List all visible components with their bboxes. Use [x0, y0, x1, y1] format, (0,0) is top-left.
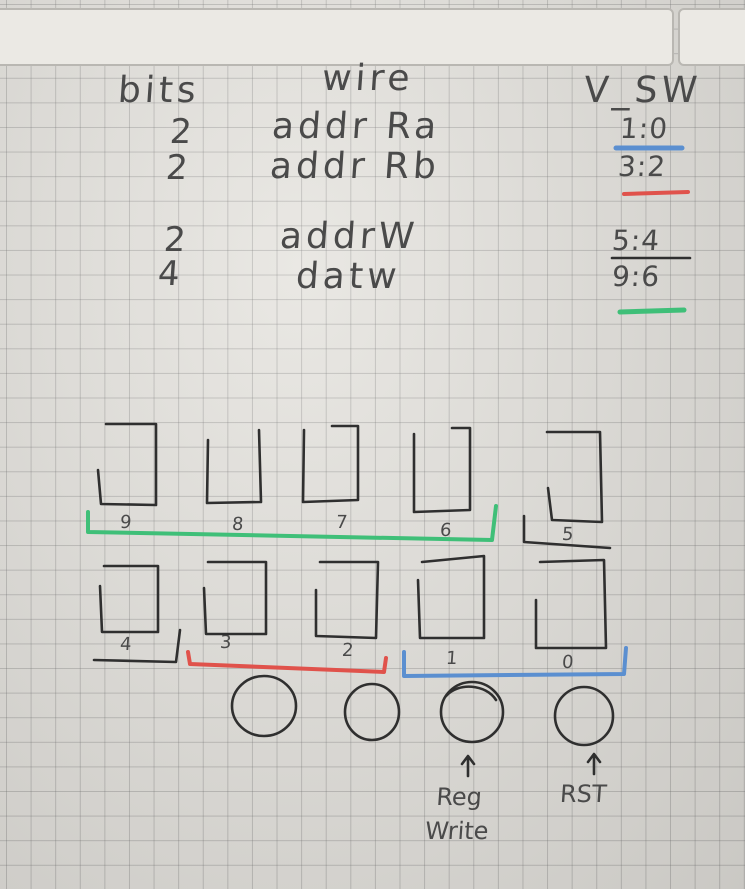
push-button-rst	[553, 685, 615, 747]
bracket-blue-addrra	[402, 646, 628, 678]
switch-0	[534, 558, 608, 650]
switch-2	[314, 560, 380, 640]
top-tab-right	[678, 8, 745, 66]
switch-5	[545, 430, 604, 524]
switch-7	[301, 424, 360, 504]
push-button-reg-write	[439, 680, 505, 744]
arrow-reg-write	[460, 754, 476, 778]
bracket-red-addrrb	[186, 650, 388, 674]
underline-red-rb	[622, 190, 690, 196]
push-button-reg-write-shade	[444, 685, 498, 702]
switch-3	[202, 560, 268, 636]
top-tab-left	[0, 8, 674, 66]
switch-1	[416, 554, 486, 640]
bracket-black-addrw-top	[522, 514, 612, 550]
switch-4	[98, 564, 160, 634]
push-button-1	[230, 674, 298, 738]
switch-6	[412, 426, 472, 514]
arrow-rst	[586, 752, 602, 776]
push-button-2	[343, 682, 401, 742]
switch-8	[205, 428, 263, 505]
bracket-green-datw	[86, 504, 498, 542]
switch-9	[96, 422, 158, 507]
bracket-black-addrw-bottom	[92, 628, 182, 664]
underline-green-datw	[617, 307, 687, 315]
